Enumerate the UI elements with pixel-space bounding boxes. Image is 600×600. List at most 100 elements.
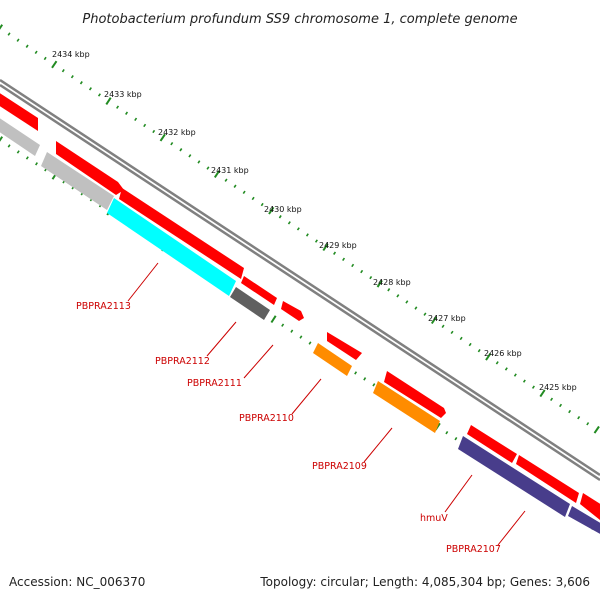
accession-text: Accession: NC_006370 xyxy=(9,575,145,589)
gene-label: PBPRA2113 xyxy=(76,301,131,312)
label-leader-lines xyxy=(127,262,526,546)
minor-tick xyxy=(441,324,445,329)
genome-summary-text: Topology: circular; Length: 4,085,304 bp… xyxy=(259,575,590,589)
cds-feature xyxy=(516,455,579,503)
minor-tick xyxy=(414,306,418,310)
minor-tick xyxy=(143,123,147,128)
forward-strand-features xyxy=(0,93,600,520)
minor-tick xyxy=(405,300,409,304)
minor-tick xyxy=(577,415,581,420)
minor-tick xyxy=(559,403,563,408)
leader-line xyxy=(206,321,237,357)
major-tick xyxy=(213,170,221,178)
minor-tick xyxy=(333,251,337,255)
map-title: Photobacterium profundum SS9 chromosome … xyxy=(82,12,517,27)
minor-tick xyxy=(70,75,74,79)
minor-tick xyxy=(242,190,246,195)
cds-feature xyxy=(0,93,38,131)
scale-label: 2434 kbp xyxy=(52,50,90,59)
minor-tick xyxy=(7,144,11,148)
minor-tick xyxy=(363,377,367,381)
minor-tick xyxy=(290,329,294,333)
minor-tick xyxy=(35,162,38,166)
scale-label: 2428 kbp xyxy=(373,278,411,287)
gene-labels: PBPRA2113 PBPRA2112 PBPRA2111 PBPRA2110 … xyxy=(76,301,501,555)
major-tick xyxy=(485,352,492,361)
gene-feature xyxy=(41,152,114,210)
minor-tick xyxy=(423,312,427,316)
major-tick xyxy=(159,133,166,142)
reverse-strand-features xyxy=(0,118,600,534)
major-tick xyxy=(430,316,438,325)
scale-label: 2430 kbp xyxy=(264,205,302,214)
minor-tick xyxy=(372,383,376,387)
minor-tick xyxy=(97,93,101,97)
cds-feature xyxy=(327,332,362,360)
minor-tick xyxy=(152,129,156,134)
minor-tick xyxy=(550,397,554,402)
minor-tick xyxy=(188,154,192,158)
minor-tick xyxy=(61,68,65,73)
cds-feature xyxy=(119,188,244,279)
minor-tick xyxy=(387,288,391,292)
cds-feature xyxy=(384,371,446,418)
minor-tick xyxy=(134,117,138,122)
major-tick xyxy=(0,136,4,142)
cds-feature xyxy=(241,276,277,305)
minor-tick xyxy=(7,32,11,36)
major-tick xyxy=(322,243,329,252)
minor-tick xyxy=(468,342,472,347)
gene-label: PBPRA2111 xyxy=(187,378,242,389)
leader-line xyxy=(127,262,159,302)
leader-line xyxy=(363,427,393,463)
cds-feature xyxy=(580,493,600,520)
minor-tick xyxy=(16,150,20,154)
gene-label: hmuV xyxy=(420,513,448,524)
gene-feature xyxy=(458,436,570,517)
scale-label: 2429 kbp xyxy=(319,241,357,250)
leader-line xyxy=(444,474,473,513)
cds-feature xyxy=(467,425,517,463)
minor-tick xyxy=(278,215,282,219)
gene-feature xyxy=(373,381,440,433)
minor-tick xyxy=(308,341,312,345)
minor-tick xyxy=(179,148,183,152)
gene-feature xyxy=(230,287,270,320)
gene-label: PBPRA2112 xyxy=(155,356,210,367)
backbone-line-outer xyxy=(0,78,600,477)
minor-tick xyxy=(459,336,463,341)
scale-label: 2426 kbp xyxy=(484,349,522,358)
minor-tick xyxy=(43,56,47,61)
scale-labels: 2434 kbp 2433 kbp 2432 kbp 2431 kbp 2430… xyxy=(52,50,577,392)
gene-feature xyxy=(313,343,352,376)
minor-tick xyxy=(477,348,481,353)
major-tick xyxy=(376,279,383,288)
minor-tick xyxy=(206,166,210,170)
minor-tick xyxy=(454,436,458,441)
minor-tick xyxy=(354,371,358,375)
minor-tick xyxy=(504,367,508,371)
minor-tick xyxy=(79,81,83,85)
cds-feature xyxy=(281,301,304,321)
minor-tick xyxy=(88,87,92,91)
minor-tick xyxy=(586,422,590,426)
scale-label: 2431 kbp xyxy=(211,166,249,175)
minor-tick xyxy=(450,330,454,335)
minor-tick xyxy=(495,361,499,365)
scale-label: 2433 kbp xyxy=(104,90,142,99)
minor-tick xyxy=(233,184,237,188)
scale-label: 2432 kbp xyxy=(158,128,196,137)
minor-tick xyxy=(396,294,400,298)
gene-label: PBPRA2109 xyxy=(312,461,367,472)
minor-tick xyxy=(531,385,535,389)
minor-tick xyxy=(314,239,318,243)
minor-tick xyxy=(351,263,355,268)
cds-feature xyxy=(56,141,124,195)
backbone-line-inner xyxy=(0,83,600,482)
minor-tick xyxy=(287,221,291,225)
minor-tick xyxy=(116,105,120,109)
gene-feature xyxy=(568,506,600,534)
leader-line xyxy=(291,378,322,415)
gene-label: PBPRA2110 xyxy=(239,413,294,424)
